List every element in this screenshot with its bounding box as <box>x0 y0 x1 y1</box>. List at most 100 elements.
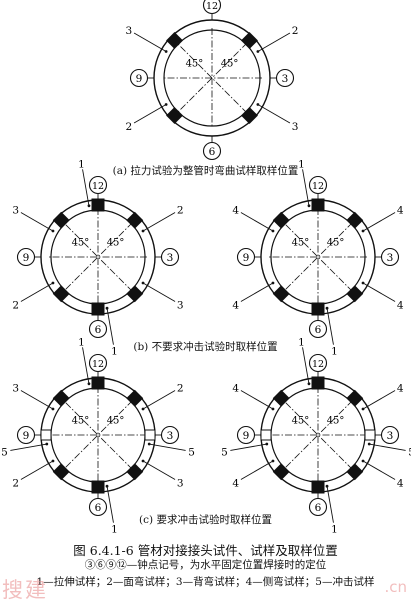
callout-label: 4 <box>232 383 239 395</box>
clock-marker-circle <box>160 247 180 267</box>
callout-arrowhead <box>51 229 55 233</box>
clock-marker-label: 6 <box>209 146 216 158</box>
specimen-block <box>346 285 364 303</box>
clock-marker-label: 3 <box>282 73 289 85</box>
callout-label: 5 <box>1 446 8 458</box>
diagram-c-right: 45°45°1236914455441 <box>221 336 411 535</box>
clock-marker-label: 6 <box>315 502 322 514</box>
callout-label: 1 <box>298 158 305 170</box>
callout-label: 3 <box>292 121 299 133</box>
specimen-block <box>272 285 290 303</box>
callout-leader <box>230 443 267 451</box>
figure-legend: 1—拉伸试样；2—面弯试样；3—背弯试样；4—侧弯试样；5—冲击试样 <box>36 576 375 588</box>
angle-label: 45° <box>327 237 345 248</box>
callout-arrowhead <box>361 281 365 285</box>
callout-arrowhead <box>87 204 91 208</box>
center-line <box>63 400 133 470</box>
clock-marker-circle <box>236 247 256 267</box>
callout-leader <box>142 460 176 480</box>
center-line <box>63 222 133 292</box>
callout-arrowhead <box>45 442 49 446</box>
figure-title: 图 6.4.1-6 管材对接接头试件、试样及取样位置 <box>73 543 338 558</box>
impact-specimen-block <box>144 429 156 441</box>
callout-label: 5 <box>188 446 195 458</box>
callout-leader <box>149 443 186 451</box>
callout-arrowhead <box>256 50 260 53</box>
caption-a: (a) 拉力试验为整管时弯曲试样取样位置 <box>112 165 299 177</box>
specimen-block <box>126 211 144 229</box>
callout-arrowhead <box>271 281 275 285</box>
caption-b: (b) 不要求冲击试验时取样位置 <box>133 341 278 353</box>
callout-arrowhead <box>325 306 329 310</box>
callout-arrowhead <box>307 204 311 208</box>
callout-leader <box>133 32 167 52</box>
callout-arrowhead <box>271 459 275 463</box>
clock-marker-label: 12 <box>312 181 324 192</box>
clock-marker-label: 9 <box>243 252 250 264</box>
center-line <box>283 400 353 470</box>
clock-marker-circle <box>16 247 36 267</box>
clock-marker-label: 3 <box>387 252 394 264</box>
clock-marker-label: 9 <box>23 252 30 264</box>
callout-label: 2 <box>177 205 184 217</box>
tensile-specimen-block <box>311 480 325 494</box>
callout-label: 4 <box>232 478 239 490</box>
callout-leader <box>82 169 90 206</box>
callout-label: 2 <box>12 300 19 312</box>
callout-arrowhead <box>105 484 109 488</box>
callout-label: 2 <box>177 383 184 395</box>
callout-arrowhead <box>361 407 365 411</box>
callout-leader <box>302 347 310 384</box>
specimen-block <box>272 211 290 229</box>
tensile-specimen-block <box>311 198 325 212</box>
callout-leader <box>369 443 406 451</box>
callout-label: 1 <box>78 336 85 348</box>
specimen-block <box>126 463 144 481</box>
clock-marker-circle <box>88 353 108 373</box>
callout-arrowhead <box>164 103 168 106</box>
angle-label: 45° <box>221 58 239 69</box>
angle-label: 45° <box>186 58 204 69</box>
callout-arrowhead <box>105 306 109 310</box>
specimen-block <box>126 285 144 303</box>
callout-arrowhead <box>147 442 151 446</box>
clock-marker-circle <box>129 68 149 88</box>
clock-marker-label: 3 <box>167 430 174 442</box>
callout-label: 4 <box>397 300 404 312</box>
specimen-block <box>346 389 364 407</box>
clock-marker-circle <box>308 175 328 195</box>
callout-label: 3 <box>177 478 184 490</box>
callout-arrowhead <box>51 407 55 411</box>
tensile-specimen-block <box>311 376 325 390</box>
clock-marker-circle <box>88 319 108 339</box>
clock-marker-label: 12 <box>206 1 218 12</box>
callout-leader <box>240 212 274 232</box>
clock-marker-label: 3 <box>167 252 174 264</box>
impact-specimen-block <box>364 429 376 441</box>
callout-label: 1 <box>331 346 338 358</box>
callout-label: 4 <box>232 205 239 217</box>
clock-marker-label: 9 <box>136 73 143 85</box>
callout-label: 1 <box>111 346 118 358</box>
clock-marker-circle <box>308 353 328 373</box>
clock-marker-label: 3 <box>387 430 394 442</box>
callout-label: 2 <box>292 25 299 37</box>
specimen-block <box>126 389 144 407</box>
callout-label: 3 <box>12 383 19 395</box>
callout-label: 2 <box>12 478 19 490</box>
callout-leader <box>326 308 334 345</box>
callout-leader <box>362 460 396 480</box>
callout-leader <box>362 212 396 232</box>
callout-label: 5 <box>221 446 228 458</box>
callout-label: 5 <box>408 446 411 458</box>
callout-label: 1 <box>298 336 305 348</box>
caption-c: (c) 要求冲击试验时取样位置 <box>139 514 272 526</box>
callout-arrowhead <box>141 407 145 411</box>
callout-leader <box>142 212 176 232</box>
center-line <box>63 400 133 470</box>
callout-leader <box>362 282 396 302</box>
callout-leader <box>20 390 54 410</box>
specimen-block <box>52 211 70 229</box>
callout-leader <box>142 282 176 302</box>
